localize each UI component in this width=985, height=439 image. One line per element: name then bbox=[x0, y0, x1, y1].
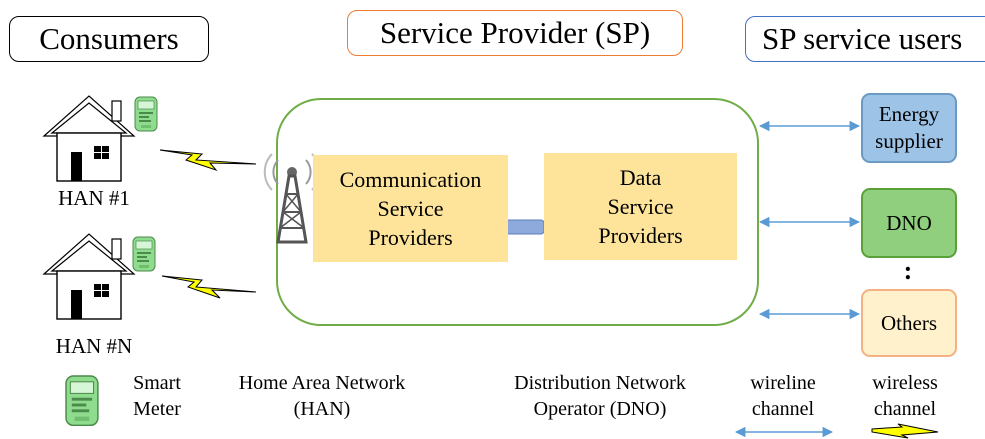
smart-meter-icon bbox=[134, 96, 158, 132]
legend-smart-meter: Smart Meter bbox=[133, 372, 181, 420]
legend-han: Home Area Network (HAN) bbox=[238, 372, 406, 420]
wireless-link-icon bbox=[161, 275, 257, 299]
antenna-tower-icon bbox=[263, 153, 321, 244]
service-provider-network bbox=[276, 98, 759, 326]
data-service-providers-box: Data Service Providers bbox=[544, 153, 737, 260]
energy-supplier-box: Energy supplier bbox=[861, 93, 957, 163]
legend-dno: Distribution Network Operator (DNO) bbox=[514, 372, 686, 420]
dno-box: DNO bbox=[861, 188, 957, 258]
legend-wireline: wireline channel bbox=[750, 372, 816, 420]
wireless-legend-icon bbox=[871, 423, 939, 439]
communication-service-providers-box: Communication Service Providers bbox=[313, 155, 508, 262]
sp-users-header: SP service users bbox=[745, 16, 985, 62]
consumers-header: Consumers bbox=[9, 16, 209, 62]
service-provider-header: Service Provider (SP) bbox=[347, 10, 683, 56]
smart-meter-icon bbox=[65, 375, 99, 427]
others-box: Others bbox=[861, 289, 957, 357]
home-1-icon bbox=[43, 95, 135, 182]
smart-meter-icon bbox=[132, 236, 156, 272]
ellipsis: : bbox=[903, 256, 913, 285]
legend-wireless: wireless channel bbox=[872, 372, 938, 420]
han-n-label: HAN #N bbox=[55, 334, 133, 358]
han-1-label: HAN #1 bbox=[58, 186, 130, 210]
wireless-link-icon bbox=[159, 149, 257, 172]
home-n-icon bbox=[43, 233, 135, 320]
sp-connector bbox=[505, 219, 545, 235]
